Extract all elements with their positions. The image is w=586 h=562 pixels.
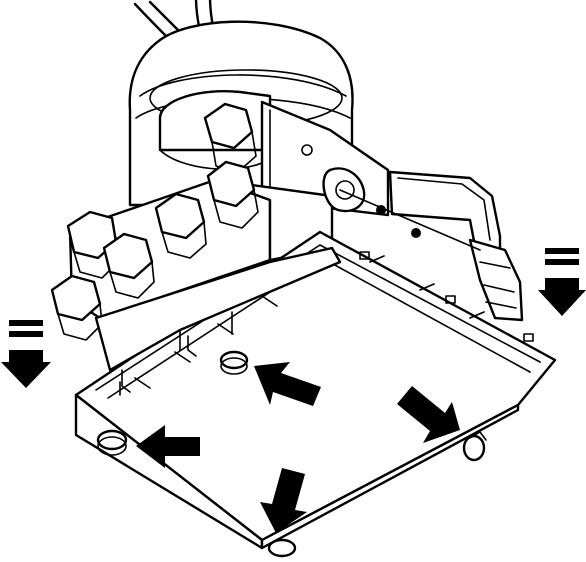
port-fitting-6 [50, 274, 103, 341]
removal-direction-left [1, 320, 51, 388]
port-fitting-5 [102, 232, 155, 299]
grommet-front-bottom [267, 538, 297, 558]
grommet-front-left [96, 429, 128, 456]
removal-direction-right [538, 248, 586, 316]
callout-arrow-mount-right [397, 386, 460, 443]
callout-arrows [136, 362, 460, 533]
bars-icon [9, 320, 43, 326]
electrical-connector [388, 170, 524, 322]
mounting-grommets [96, 350, 487, 558]
callout-arrow-mount-front-bottom [260, 468, 307, 533]
grommet-right [462, 431, 487, 462]
grommet-center [219, 350, 249, 375]
port-fitting-2 [206, 160, 259, 229]
down-arrow-icon [538, 278, 586, 316]
callout-arrow-mount-center [254, 362, 321, 406]
bars-icon [545, 248, 579, 254]
callout-arrow-mount-front-left [136, 425, 200, 468]
down-arrow-icon [1, 350, 51, 388]
port-fitting-3 [154, 192, 207, 259]
brake-line-ports [50, 102, 259, 341]
